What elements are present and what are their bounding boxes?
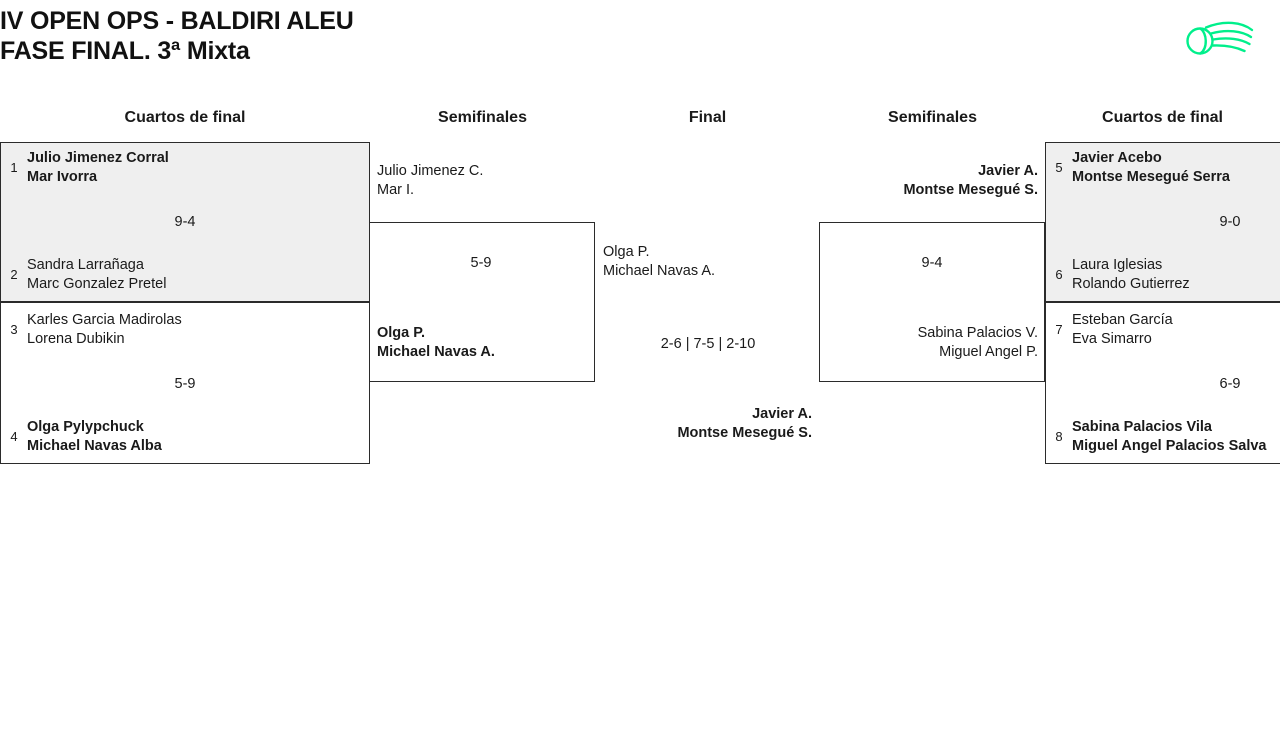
score-qf1: 9-4 [174, 214, 196, 230]
player-name: Javier Acebo [1072, 150, 1162, 166]
seed-number-7: 7 [1055, 322, 1063, 337]
player-name: Olga P. [603, 244, 650, 260]
team-qf4-bottom[interactable]: Sabina Palacios Vila Miguel Angel Palaci… [1072, 418, 1266, 456]
player-name: Miguel Angel P. [939, 344, 1038, 360]
player-name: Miguel Angel Palacios Salva [1072, 438, 1267, 454]
player-name: Eva Simarro [1072, 331, 1152, 347]
seed-number-3: 3 [10, 322, 18, 337]
seed-number-1: 1 [10, 160, 18, 175]
match-box-qf2[interactable] [0, 302, 370, 464]
player-name: Karles Garcia Madirolas [27, 312, 182, 328]
player-name: Montse Mesegué Serra [1072, 169, 1230, 185]
player-name: Mar Ivorra [27, 169, 98, 185]
score-qf4: 6-9 [1219, 376, 1241, 392]
seed-number-4: 4 [10, 429, 18, 444]
team-qf3-bottom[interactable]: Laura Iglesias Rolando Gutierrez [1072, 256, 1190, 294]
round-header-right-quarters: Cuartos de final [1102, 109, 1223, 126]
score-qf3: 9-0 [1219, 214, 1241, 230]
player-name: Rolando Gutierrez [1072, 276, 1190, 292]
team-qf3-top[interactable]: Javier Acebo Montse Mesegué Serra [1072, 149, 1230, 187]
player-name: Julio Jimenez C. [377, 163, 484, 179]
round-header-left-quarters: Cuartos de final [124, 109, 246, 126]
player-name: Marc Gonzalez Pretel [27, 276, 167, 292]
team-semifinal-left-bottom[interactable]: Olga P. Michael Navas A. [377, 324, 495, 362]
team-qf1-bottom[interactable]: Sandra Larrañaga Marc Gonzalez Pretel [27, 256, 166, 294]
score-semifinal-right: 9-4 [921, 255, 943, 271]
player-name: Esteban García [1072, 312, 1173, 328]
team-qf1-top[interactable]: Julio Jimenez Corral Mar Ivorra [27, 149, 169, 187]
seed-number-6: 6 [1055, 267, 1063, 282]
team-qf2-top[interactable]: Karles Garcia Madirolas Lorena Dubikin [27, 311, 182, 349]
team-semifinal-right-bottom[interactable]: Sabina Palacios V. Miguel Angel P. [787, 324, 1038, 362]
page-title: IV OPEN OPS - BALDIRI ALEU FASE FINAL. 3… [0, 6, 900, 66]
player-name: Javier A. [752, 406, 812, 422]
title-line-1: IV OPEN OPS - BALDIRI ALEU [0, 7, 354, 35]
round-header-right-semis: Semifinales [888, 109, 977, 126]
team-qf2-bottom[interactable]: Olga Pylypchuck Michael Navas Alba [27, 418, 162, 456]
title-line-2: FASE FINAL. 3ª Mixta [0, 37, 250, 65]
seed-number-8: 8 [1055, 429, 1063, 444]
player-name: Olga P. [377, 325, 426, 341]
player-name: Montse Mesegué S. [677, 425, 812, 441]
match-box-qf1[interactable] [0, 142, 370, 302]
player-name: Michael Navas Alba [27, 438, 162, 454]
player-name: Olga Pylypchuck [27, 419, 144, 435]
team-semifinal-left-top[interactable]: Julio Jimenez C. Mar I. [377, 162, 483, 200]
player-name: Sandra Larrañaga [27, 257, 144, 273]
player-name: Julio Jimenez Corral [27, 150, 169, 166]
score-final: 2-6 | 7-5 | 2-10 [660, 336, 756, 352]
match-box-semifinal-right[interactable] [819, 222, 1045, 382]
player-name: Michael Navas A. [377, 344, 495, 360]
player-name: Sabina Palacios V. [917, 325, 1038, 341]
player-name: Javier A. [978, 163, 1038, 179]
team-semifinal-right-top[interactable]: Javier A. Montse Mesegué S. [787, 162, 1038, 200]
player-name: Laura Iglesias [1072, 257, 1163, 273]
match-box-qf3[interactable] [1045, 142, 1280, 302]
match-box-semifinal-left[interactable] [369, 222, 595, 382]
player-name: Lorena Dubikin [27, 331, 125, 347]
player-name: Mar I. [377, 182, 415, 198]
score-qf2: 5-9 [174, 376, 196, 392]
match-box-qf4[interactable] [1045, 302, 1280, 464]
player-name: Michael Navas A. [603, 263, 716, 279]
round-header-left-semis: Semifinales [438, 109, 527, 126]
seed-number-5: 5 [1055, 160, 1063, 175]
tennis-ball-swoosh-logo [1180, 14, 1258, 66]
score-semifinal-left: 5-9 [470, 255, 492, 271]
team-final-left[interactable]: Olga P. Michael Navas A. [603, 243, 715, 281]
round-header-final: Final [688, 109, 727, 126]
player-name: Montse Mesegué S. [903, 182, 1038, 198]
player-name: Sabina Palacios Vila [1072, 419, 1212, 435]
champion-final-winner[interactable]: Javier A. Montse Mesegué S. [562, 405, 812, 443]
seed-number-2: 2 [10, 267, 18, 282]
team-qf4-top[interactable]: Esteban García Eva Simarro [1072, 311, 1173, 349]
